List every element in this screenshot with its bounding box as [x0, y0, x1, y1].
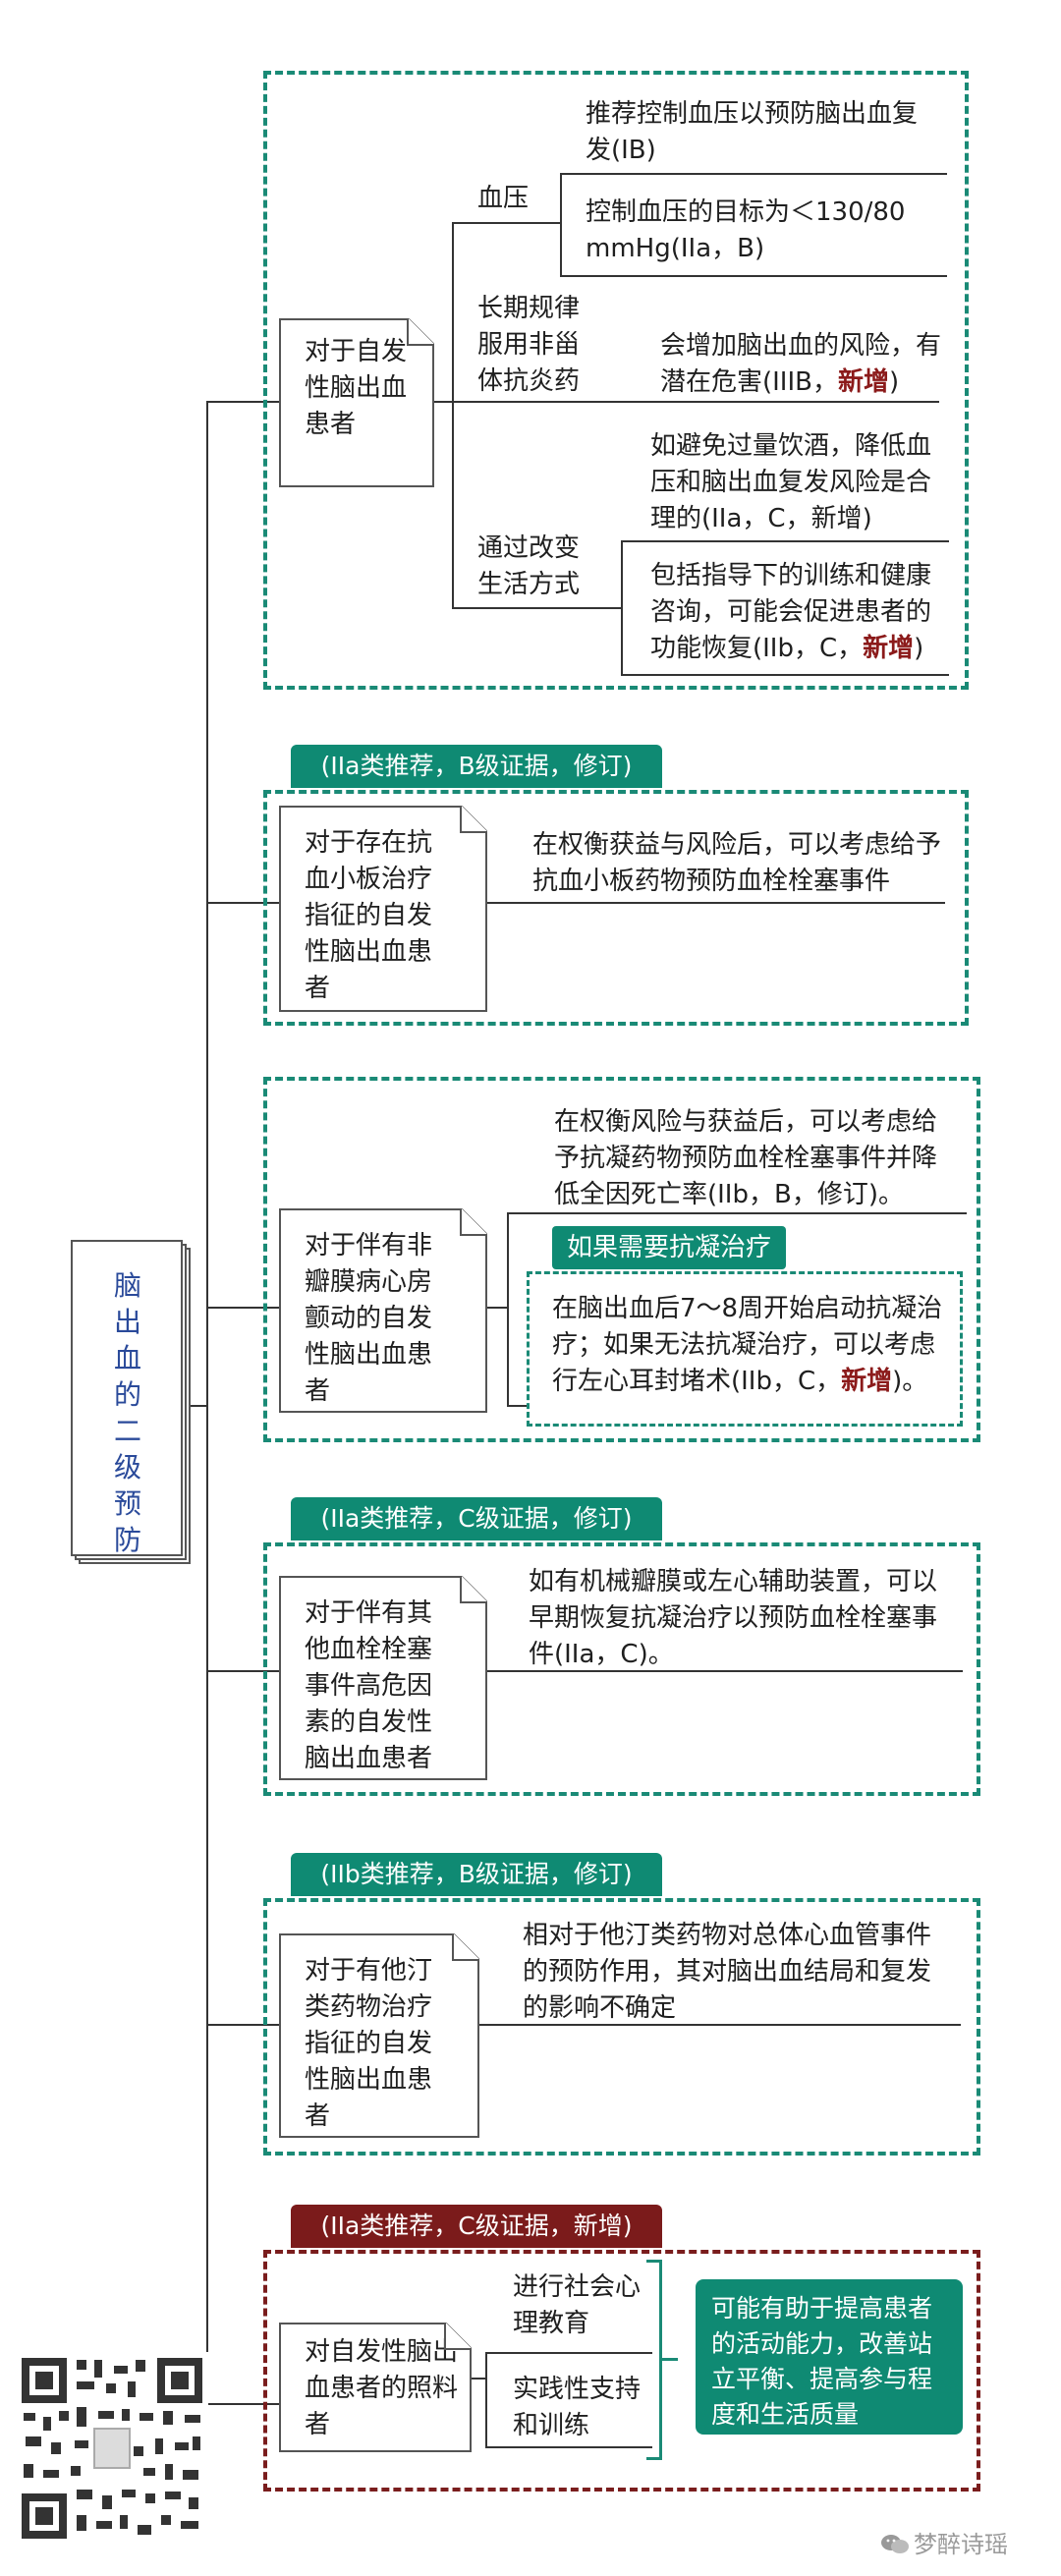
section-anticoagulation	[263, 1077, 980, 1442]
bracket	[646, 2260, 662, 2460]
qr-code-icon	[16, 2352, 208, 2545]
s6-result: 可能有助于提高患者的活动能力，改善站立平衡、提高参与程度和生活质量	[696, 2279, 963, 2435]
section-statin	[263, 1898, 980, 2156]
patient-label-1: 对于自发性脑出血患者	[305, 337, 408, 439]
s6-item1-line	[485, 2352, 652, 2354]
s1-vertical	[452, 222, 454, 609]
s5-line	[479, 2024, 961, 2026]
watermark-text: 梦醉诗瑶	[914, 2531, 1008, 2558]
nsaid-label: 长期规律服用非甾体抗炎药	[477, 294, 581, 396]
s4-text: 如有机械瓣膜或左心辅助装置，可以早期恢复抗凝治疗以预防血栓栓塞事件(IIa，C)…	[529, 1567, 938, 1669]
s3-sub-text: 在脑出血后7～8周开始启动抗凝治疗；如果无法抗凝治疗，可以考虑行左心耳封堵术(I…	[552, 1291, 955, 1400]
nsaid-text: 会增加脑出血的风险，有潜在危害(IIIB，新增)	[660, 328, 945, 401]
bp-item1-line	[560, 173, 947, 175]
s3-vertical	[507, 1212, 509, 1405]
anticoag-highlight: 如果需要抗凝治疗	[552, 1226, 786, 1269]
s3-text: 在权衡风险与获益后，可以考虑给予抗凝药物预防血栓栓塞事件并降低全因死亡率(IIb…	[554, 1107, 938, 1209]
branch-4	[206, 1670, 279, 1672]
wechat-icon	[880, 2533, 910, 2556]
nsaid-line	[452, 401, 939, 403]
s6-item1: 进行社会心理教育	[513, 2272, 642, 2338]
badge-s5: (IIb类推荐，B级证据，修订)	[291, 1853, 662, 1896]
branch-2	[206, 902, 279, 904]
note-fold	[460, 1208, 487, 1236]
section-caregiver	[263, 2250, 980, 2492]
branch-6	[206, 2403, 279, 2405]
section-thrombo-risk	[263, 1542, 980, 1796]
s2-line	[487, 902, 945, 904]
trunk-line	[206, 401, 208, 2405]
section-blood-pressure	[263, 71, 969, 690]
patient-label-3: 对于伴有非瓣膜病心房颤动的自发性脑出血患者	[305, 1231, 433, 1406]
bp-item2: 控制血压的目标为＜130/80 mmHg(IIa，B)	[586, 197, 906, 263]
patient-label-5: 对于有他汀类药物治疗指征的自发性脑出血患者	[305, 1956, 433, 2131]
s2-text: 在权衡获益与风险后，可以考虑给予抗血小板药物预防血栓栓塞事件	[532, 830, 942, 896]
life-item2-line	[621, 674, 949, 676]
section-antiplatelet	[263, 790, 969, 1026]
life-label: 通过改变生活方式	[477, 533, 581, 599]
patient-label-4: 对于伴有其他血栓栓塞事件高危因素的自发性脑出血患者	[305, 1598, 433, 1773]
bp-item1: 推荐控制血压以预防脑出血复发(IB)	[586, 99, 919, 165]
life-item2-main: 包括指导下的训练和健康咨询，可能会促进患者的功能恢复(IIb，C，	[650, 561, 932, 663]
patient-note-4: 对于伴有其他血栓栓塞事件高危因素的自发性脑出血患者	[279, 1576, 487, 1780]
s4-line	[487, 1670, 963, 1672]
s6-connector	[472, 2378, 485, 2380]
s3-sub-main: 在脑出血后7～8周开始启动抗凝治疗；如果无法抗凝治疗，可以考虑行左心耳封堵术(I…	[552, 1294, 943, 1396]
s6-item2-line	[485, 2446, 652, 2448]
life-item2: 包括指导下的训练和健康咨询，可能会促进患者的功能恢复(IIb，C，新增)	[650, 558, 945, 667]
patient-note-6: 对自发性脑出血患者的照料者	[279, 2323, 472, 2452]
s3-sub-new-tag: 新增	[841, 1367, 893, 1396]
life-item2-close: )	[914, 634, 924, 663]
s3-bottom-line	[507, 1405, 527, 1407]
branch-5	[206, 2024, 279, 2026]
life-item2-new-tag: 新增	[863, 634, 915, 663]
patient-note-2: 对于存在抗血小板治疗指征的自发性脑出血患者	[279, 806, 487, 1012]
life-branch	[452, 607, 621, 609]
badge-s6: (IIa类推荐，C级证据，新增)	[291, 2205, 662, 2248]
life-item1-line	[621, 540, 949, 542]
patient-note-5: 对于有他汀类药物治疗指征的自发性脑出血患者	[279, 1933, 479, 2138]
bp-label: 血压	[477, 184, 530, 213]
patient-note-1: 对于自发性脑出血患者	[279, 318, 434, 487]
s1-connector	[434, 401, 452, 403]
root-connector	[191, 1405, 206, 1407]
root-label: 脑出血的二级预防	[114, 1269, 142, 1556]
bp-item2-line	[560, 275, 947, 277]
patient-note-3: 对于伴有非瓣膜病心房颤动的自发性脑出血患者	[279, 1208, 487, 1413]
bracket-tick	[662, 2358, 678, 2361]
s6-vertical	[485, 2352, 487, 2446]
section-anticoag-sub	[527, 1271, 963, 1427]
s1-bp-branch	[452, 222, 560, 224]
s3-top-line	[507, 1212, 967, 1214]
note-fold	[452, 1933, 479, 1961]
nsaid-close: )	[889, 367, 900, 397]
patient-label-2: 对于存在抗血小板治疗指征的自发性脑出血患者	[305, 828, 433, 1003]
s3-sub-close: )。	[892, 1367, 928, 1396]
badge-s2: (IIa类推荐，B级证据，修订)	[291, 745, 662, 788]
note-fold	[460, 806, 487, 833]
note-fold	[444, 2323, 472, 2350]
patient-label-6: 对自发性脑出血患者的照料者	[305, 2337, 459, 2439]
nsaid-new-tag: 新增	[838, 367, 890, 397]
branch-3	[206, 1307, 279, 1309]
s5-text: 相对于他汀类药物对总体心血管事件的预防作用，其对脑出血结局和复发的影响不确定	[523, 1921, 932, 2023]
badge-s4: (IIa类推荐，C级证据，修订)	[291, 1497, 662, 1540]
life-item1: 如避免过量饮酒，降低血压和脑出血复发风险是合理的(IIa，C，新增)	[650, 431, 932, 533]
branch-1	[206, 401, 279, 403]
s3-connector	[487, 1307, 507, 1309]
s6-item2: 实践性支持和训练	[513, 2375, 642, 2440]
root-node: 脑出血的二级预防	[71, 1240, 183, 1556]
bp-vertical	[560, 173, 562, 275]
note-fold	[460, 1576, 487, 1603]
note-fold	[407, 318, 434, 346]
nsaid-text-main: 会增加脑出血的风险，有潜在危害(IIIB，	[660, 331, 942, 397]
life-vertical	[621, 540, 623, 674]
